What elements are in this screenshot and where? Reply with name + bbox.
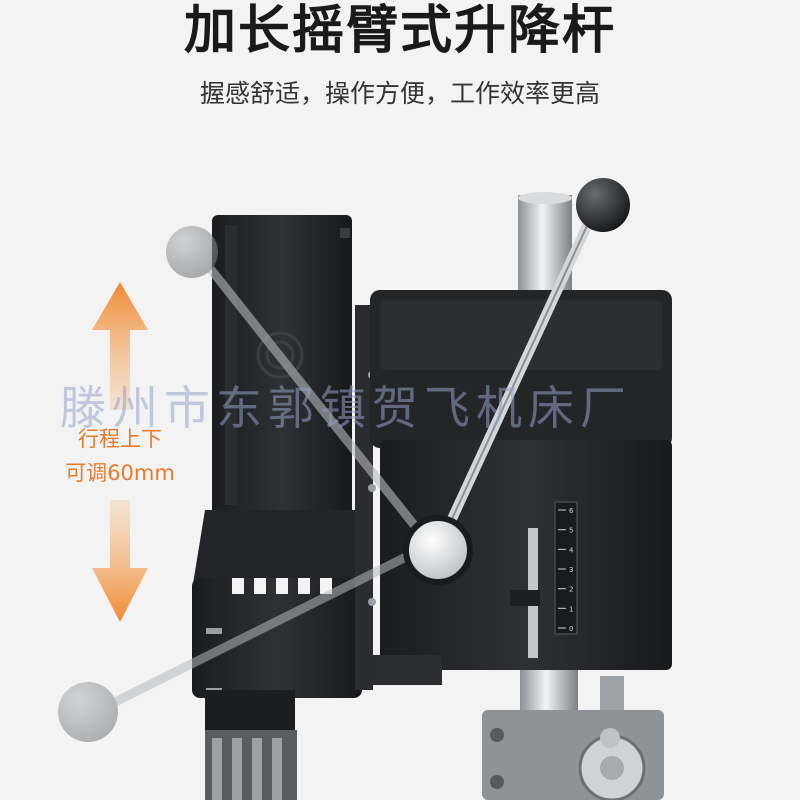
scale-tick-label: 0	[569, 625, 573, 633]
watermark-text: 滕州市东郭镇贺飞机床厂	[60, 381, 632, 435]
stroke-arrow-icon	[92, 282, 148, 622]
mounting-plate	[355, 305, 373, 690]
feed-head-body	[370, 290, 672, 685]
feed-lever	[403, 178, 630, 585]
gear-head	[192, 578, 362, 730]
scale-tick-label: 4	[569, 546, 574, 554]
page-title: 加长摇臂式升降杆	[183, 1, 616, 61]
base-block	[482, 710, 664, 800]
stroke-label-line2: 可调60mm	[65, 461, 175, 485]
scale-tick-label: 2	[569, 586, 573, 594]
scale-tick-label: 6	[569, 507, 574, 515]
page-subtitle: 握感舒适，操作方便，工作效率更高	[199, 79, 600, 108]
scale-tick-label: 1	[569, 605, 573, 613]
lever-ghost-lower	[58, 540, 435, 742]
drill-chuck	[205, 730, 297, 800]
scale-tick-label: 5	[569, 527, 573, 535]
lever-hub	[403, 515, 473, 585]
scale-tick-label: 3	[569, 566, 573, 574]
lever-ghost-upper	[166, 226, 435, 550]
depth-scale: 6 5 4 3 2 1 0	[554, 501, 578, 635]
lever-knob	[576, 178, 630, 232]
stroke-label-line1: 行程上下	[78, 427, 162, 451]
